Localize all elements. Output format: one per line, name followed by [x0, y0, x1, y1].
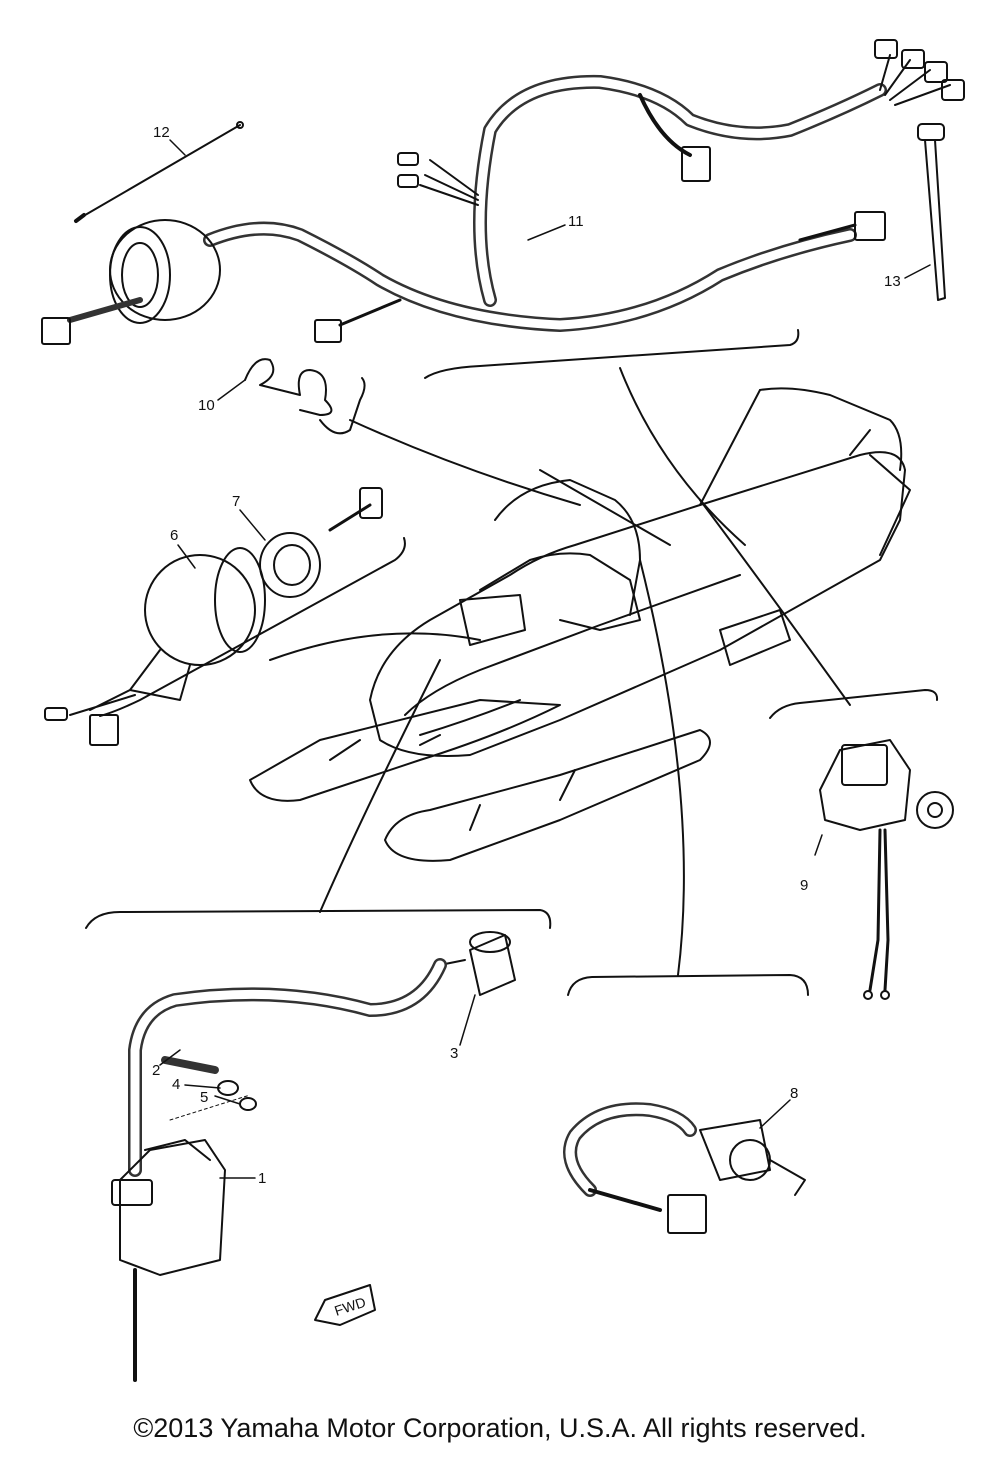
bulb-ring — [259, 487, 383, 598]
bracket-ignition-group — [85, 909, 552, 929]
callout-2: 2 — [152, 1062, 160, 1079]
callout-4: 4 — [172, 1076, 180, 1093]
part-callouts: 12 11 13 10 7 6 9 3 2 4 5 1 8 — [152, 124, 931, 1187]
bracket-sensor-group — [567, 974, 809, 996]
plug-cap — [439, 931, 516, 996]
bracket-switch-group — [769, 689, 939, 719]
wire-harness — [203, 39, 965, 343]
headlight — [44, 547, 266, 746]
callout-12: 12 — [153, 124, 170, 141]
bracket-harness-group — [424, 329, 800, 379]
sensor-unit — [563, 1102, 806, 1234]
callout-10: 10 — [198, 397, 215, 414]
snowmobile — [249, 387, 911, 862]
callout-1: 1 — [258, 1170, 266, 1187]
leader-line — [699, 499, 851, 706]
wire-12 — [74, 121, 244, 223]
leader-line — [319, 659, 441, 913]
wire-lead — [244, 358, 333, 416]
callout-11: 11 — [568, 213, 584, 230]
switch-unit — [819, 739, 954, 1000]
callout-7: 7 — [232, 493, 240, 510]
bracket-wire-group — [319, 377, 366, 435]
meter-gauge — [41, 219, 221, 345]
callout-6: 6 — [170, 527, 178, 544]
callout-13: 13 — [884, 273, 901, 290]
callout-3: 3 — [450, 1045, 458, 1062]
callout-5: 5 — [200, 1089, 208, 1106]
leader-line — [349, 419, 581, 506]
cable-tie — [917, 123, 946, 301]
callout-9: 9 — [800, 877, 808, 894]
leader-line — [269, 632, 481, 661]
callout-8: 8 — [790, 1085, 798, 1102]
leader-line — [619, 367, 746, 546]
ignition-coil — [111, 958, 447, 1382]
bracket-light-group — [99, 537, 406, 717]
copyright-notice: ©2013 Yamaha Motor Corporation, U.S.A. A… — [133, 1413, 867, 1443]
fwd-arrow: FWD — [314, 1284, 376, 1326]
leader-line — [639, 559, 685, 976]
